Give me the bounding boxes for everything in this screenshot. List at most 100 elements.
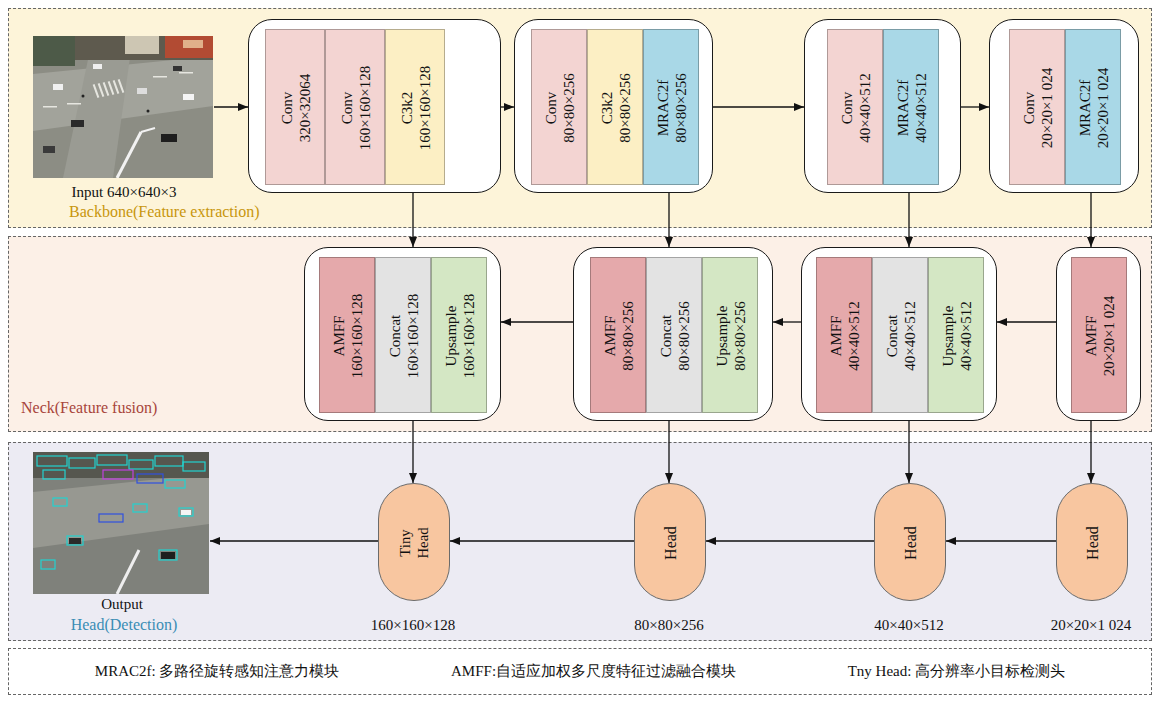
illustration-part	[165, 36, 213, 58]
module-name: C3k2	[398, 92, 416, 125]
band-title-slot: Neck(Feature fusion)	[21, 399, 241, 417]
rotated-text-box: MRAC2f80×80×256	[644, 35, 700, 181]
feature-size: 80×80×256	[731, 301, 749, 370]
illustration-part	[153, 76, 167, 78]
stage-group: Conv80×80×256C3k280×80×256MRAC2f80×80×25…	[514, 19, 713, 193]
illustration-part	[97, 455, 127, 465]
illustration-part	[183, 94, 194, 100]
c3k2-block: C3k280×80×256	[587, 29, 643, 185]
illustration-part	[33, 36, 75, 66]
module-name: Upsample	[713, 306, 731, 367]
dimension-slot: 80×80×256	[599, 617, 739, 634]
neck-band: Neck(Feature fusion)AMFF160×160×128Conca…	[8, 236, 1152, 432]
module-name: Conv	[278, 92, 296, 125]
illustration-part	[155, 456, 183, 466]
amff-block: AMFF160×160×128	[319, 257, 375, 413]
rotated-text-box: Head	[875, 489, 947, 597]
rotated-text-box: C3k2160×160×128	[386, 35, 446, 181]
feature-size: 160×160×128	[404, 294, 422, 378]
module-name: AMFF	[827, 316, 845, 357]
band-title-slot: Head(Detection)	[34, 616, 214, 634]
module-name: Concat	[386, 315, 404, 358]
stage-group: Conv40×40×512MRAC2f40×40×512	[804, 19, 961, 193]
input-photo	[33, 36, 213, 178]
feature-size: 40×40×512	[856, 73, 874, 142]
feature-size: 40×40×512	[912, 73, 930, 142]
illustration-part	[43, 106, 57, 108]
feature-size: 80×80×256	[675, 301, 693, 370]
stage-group: AMFF20×20×1 024	[1056, 247, 1141, 421]
illustration-part	[103, 82, 110, 96]
illustration-part	[183, 462, 205, 471]
mrac2f-block: MRAC2f20×20×1 024	[1065, 29, 1121, 185]
illustration-part	[161, 552, 175, 559]
illustration-part	[117, 550, 139, 594]
illustration-part	[179, 508, 193, 516]
illustration-part	[98, 83, 105, 97]
conv-block: Conv20×20×1 024	[1009, 29, 1065, 185]
illustration-part	[103, 470, 133, 479]
mrac2f-block: MRAC2f40×40×512	[883, 29, 939, 185]
flow-arrow	[908, 421, 909, 483]
flow-arrow	[668, 193, 669, 247]
illustration-part	[129, 460, 153, 469]
illustration-part	[93, 84, 100, 98]
illustration-part	[147, 110, 150, 113]
band-title: Backbone(Feature extraction)	[69, 203, 329, 221]
illustration-part	[69, 458, 95, 468]
module-name: AMFF	[330, 316, 348, 357]
flow-arrow	[773, 321, 801, 322]
module-name: AMFF	[601, 316, 619, 357]
stage-group: Conv20×20×1 024MRAC2f20×20×1 024	[989, 19, 1139, 193]
feature-size: 160×160×128	[416, 66, 434, 150]
rotated-text-box: Conv320×32064	[266, 35, 326, 181]
module-name: C3k2	[598, 92, 616, 125]
illustration-part	[53, 84, 63, 90]
band-title-slot: Backbone(Feature extraction)	[69, 203, 329, 221]
illustration-part	[43, 470, 65, 479]
illustration-part	[71, 120, 84, 127]
flow-arrow	[946, 540, 1056, 541]
feature-size: 160×160×128	[460, 294, 478, 378]
dimension-label: 80×80×256	[599, 617, 739, 634]
module-name: MRAC2f	[1076, 80, 1094, 137]
flow-arrow	[1090, 421, 1091, 483]
illustration-part	[173, 66, 182, 71]
head-name: Head	[1083, 526, 1102, 560]
c3k2-block: C3k2160×160×128	[385, 29, 445, 185]
head-name: Head	[901, 526, 920, 560]
rotated-text-box: Conv80×80×256	[532, 35, 588, 181]
feature-size: 80×80×256	[560, 73, 578, 142]
rotated-text-box: MRAC2f20×20×1 024	[1066, 35, 1122, 181]
rotated-text-box: Head	[1057, 489, 1129, 597]
rotated-text-box: Concat80×80×256	[647, 263, 703, 409]
flow-arrow	[214, 106, 248, 107]
upsample-block: Upsample40×40×512	[928, 257, 984, 413]
flow-arrow	[713, 106, 804, 107]
rotated-text-box: C3k280×80×256	[588, 35, 644, 181]
rotated-text-box: Conv160×160×128	[326, 35, 386, 181]
flow-arrow	[501, 321, 573, 322]
module-name: MRAC2f	[654, 80, 672, 137]
feature-size: 160×160×128	[356, 66, 374, 150]
flow-arrow	[997, 321, 1056, 322]
flow-arrow	[450, 540, 634, 541]
detection-head: Head	[874, 483, 946, 601]
illustration-part	[117, 132, 141, 178]
upsample-block: Upsample160×160×128	[431, 257, 487, 413]
mrac2f-block: MRAC2f80×80×256	[643, 29, 699, 185]
module-name: AMFF	[1082, 316, 1100, 357]
rotated-text-box: AMFF160×160×128	[320, 263, 376, 409]
image-caption: Input 640×640×3	[72, 183, 177, 201]
illustration-part	[53, 498, 67, 506]
rotated-text-box: Conv40×40×512	[828, 35, 884, 181]
stage-group: AMFF80×80×256Concat80×80×256Upsample80×8…	[573, 247, 773, 421]
illustration-part	[41, 560, 55, 569]
feature-size: 80×80×256	[616, 73, 634, 142]
amff-block: AMFF40×40×512	[816, 257, 872, 413]
flow-arrow	[210, 540, 378, 541]
rotated-text-box: AMFF20×20×1 024	[1072, 263, 1128, 409]
illustration-part	[43, 146, 55, 153]
module-name: MRAC2f	[894, 80, 912, 137]
flow-arrow	[412, 421, 413, 483]
